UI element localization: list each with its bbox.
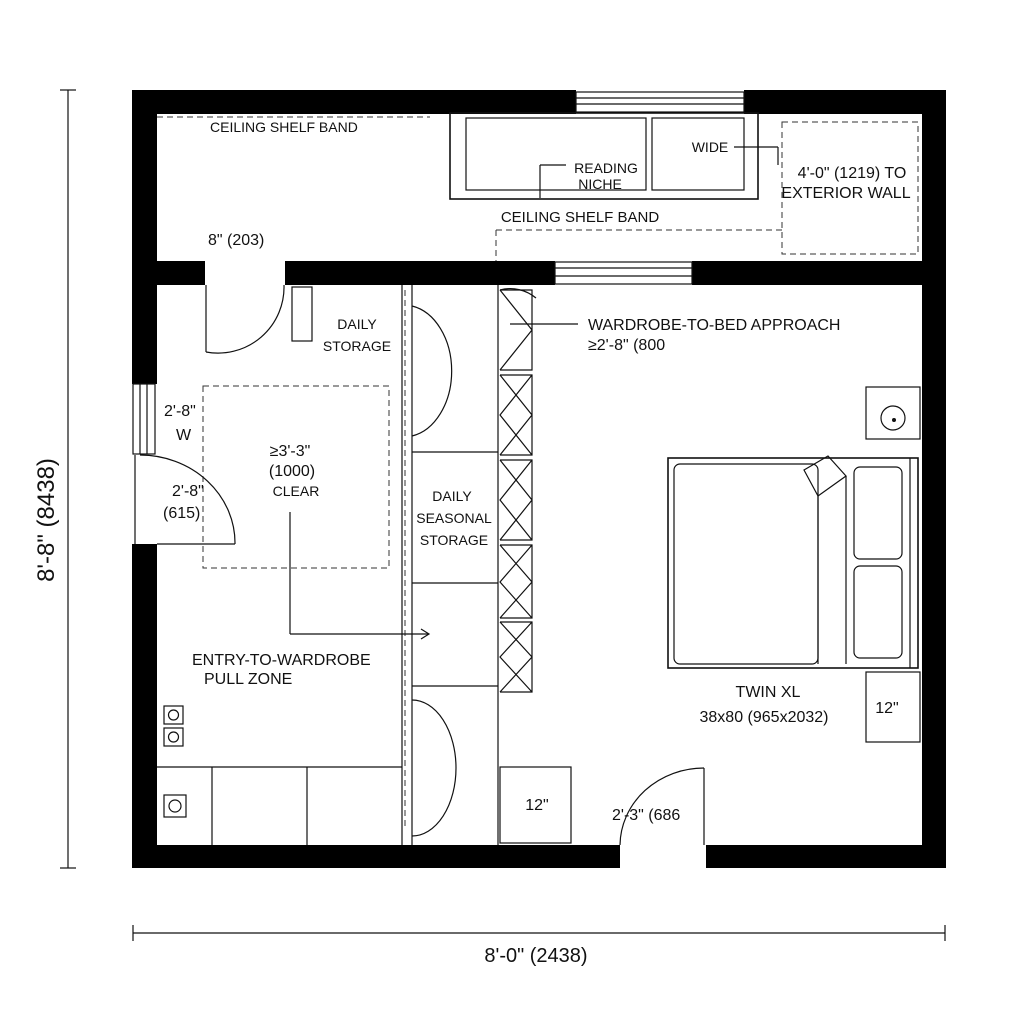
bedroom-door (619, 767, 705, 846)
storage-label: STORAGE (323, 338, 391, 354)
bottom-dimension-line (132, 925, 946, 941)
door-8in-label: 8" (203) (208, 232, 264, 249)
daily-label: DAILY (337, 316, 377, 332)
seasonal-label: SEASONAL (416, 510, 492, 526)
width-dimension: 8'-0" (2438) (484, 945, 587, 967)
sink (865, 386, 921, 440)
height-dimension: 8'-8" (8438) (33, 458, 60, 582)
exterior-zone (781, 121, 919, 255)
approach-label: WARDROBE-TO-BED APPROACH (588, 317, 840, 334)
clear-line-1: ≥3'-3" (270, 443, 311, 460)
bed-label: TWIN XL (736, 684, 801, 701)
window-w-label: W (176, 427, 192, 444)
daily-label-2: DAILY (432, 488, 472, 504)
niche-label: NICHE (578, 176, 622, 192)
pull-zone-line-1: ENTRY-TO-WARDROBE (192, 652, 371, 669)
nightstand-label: 12" (875, 700, 898, 717)
clear-line-2: (1000) (269, 463, 315, 480)
outlets (163, 705, 187, 818)
reading-niche (449, 112, 779, 200)
wide-label: WIDE (692, 139, 729, 155)
entry-door (134, 454, 236, 545)
pull-zone-arrow (289, 512, 431, 640)
small-shelf (291, 286, 313, 342)
pull-zone-line-2: PULL ZONE (204, 671, 292, 688)
base-cabinets (157, 766, 402, 845)
interior-door (205, 284, 285, 354)
door-2-8-label: 2'-8" (172, 483, 204, 500)
exterior-dim-line2: EXTERIOR WALL (781, 185, 910, 202)
window-width-label: 2'-8" (164, 403, 196, 420)
storage-label-2: STORAGE (420, 532, 488, 548)
walls (132, 90, 946, 868)
bed-size-label: 38x80 (965x2032) (700, 709, 829, 726)
storage-cube (499, 766, 572, 844)
door-615-label: (615) (163, 505, 200, 522)
ceiling-shelf-band-mid: CEILING SHELF BAND (501, 209, 660, 226)
exterior-dim-line1: 4'-0" (1219) TO (798, 165, 907, 182)
clear-line-3: CLEAR (273, 483, 320, 499)
interior-window (554, 261, 693, 285)
cube-label: 12" (525, 797, 548, 814)
entry-door-label: 2'-3" (686 (612, 807, 680, 824)
top-window (575, 91, 745, 113)
wardrobe-doors (499, 288, 537, 693)
reading-label: READING (574, 160, 638, 176)
storage-column (401, 285, 499, 845)
nightstand (865, 671, 921, 743)
approach-dim: ≥2'-8" (800 (588, 337, 665, 354)
ceiling-shelf-band-top: CEILING SHELF BAND (210, 119, 358, 135)
left-dimension-line (60, 89, 76, 869)
twin-xl-bed (667, 455, 919, 669)
left-window (132, 383, 156, 455)
